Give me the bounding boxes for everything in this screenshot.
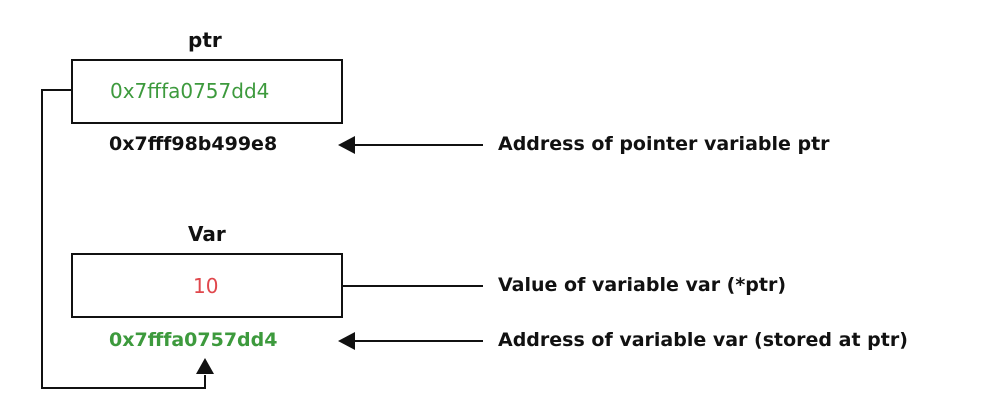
pointer-loop-line xyxy=(41,89,206,389)
arrowhead-var-address xyxy=(338,332,355,350)
annotation-ptr-address: Address of pointer variable ptr xyxy=(498,133,830,155)
var-box xyxy=(71,253,343,318)
ptr-value: 0x7fffa0757dd4 xyxy=(110,79,270,103)
var-address: 0x7fffa0757dd4 xyxy=(109,329,278,351)
pointer-loop-arrowhead-up xyxy=(196,358,214,374)
annotation-var-value: Value of variable var (*ptr) xyxy=(498,274,787,296)
ptr-box xyxy=(71,59,343,124)
ptr-label: ptr xyxy=(188,28,222,52)
annotation-var-address: Address of variable var (stored at ptr) xyxy=(498,329,908,351)
var-label: Var xyxy=(188,222,226,246)
arrowhead-ptr-address xyxy=(338,136,355,154)
var-value: 10 xyxy=(193,274,219,298)
ptr-address: 0x7fff98b499e8 xyxy=(109,133,278,155)
